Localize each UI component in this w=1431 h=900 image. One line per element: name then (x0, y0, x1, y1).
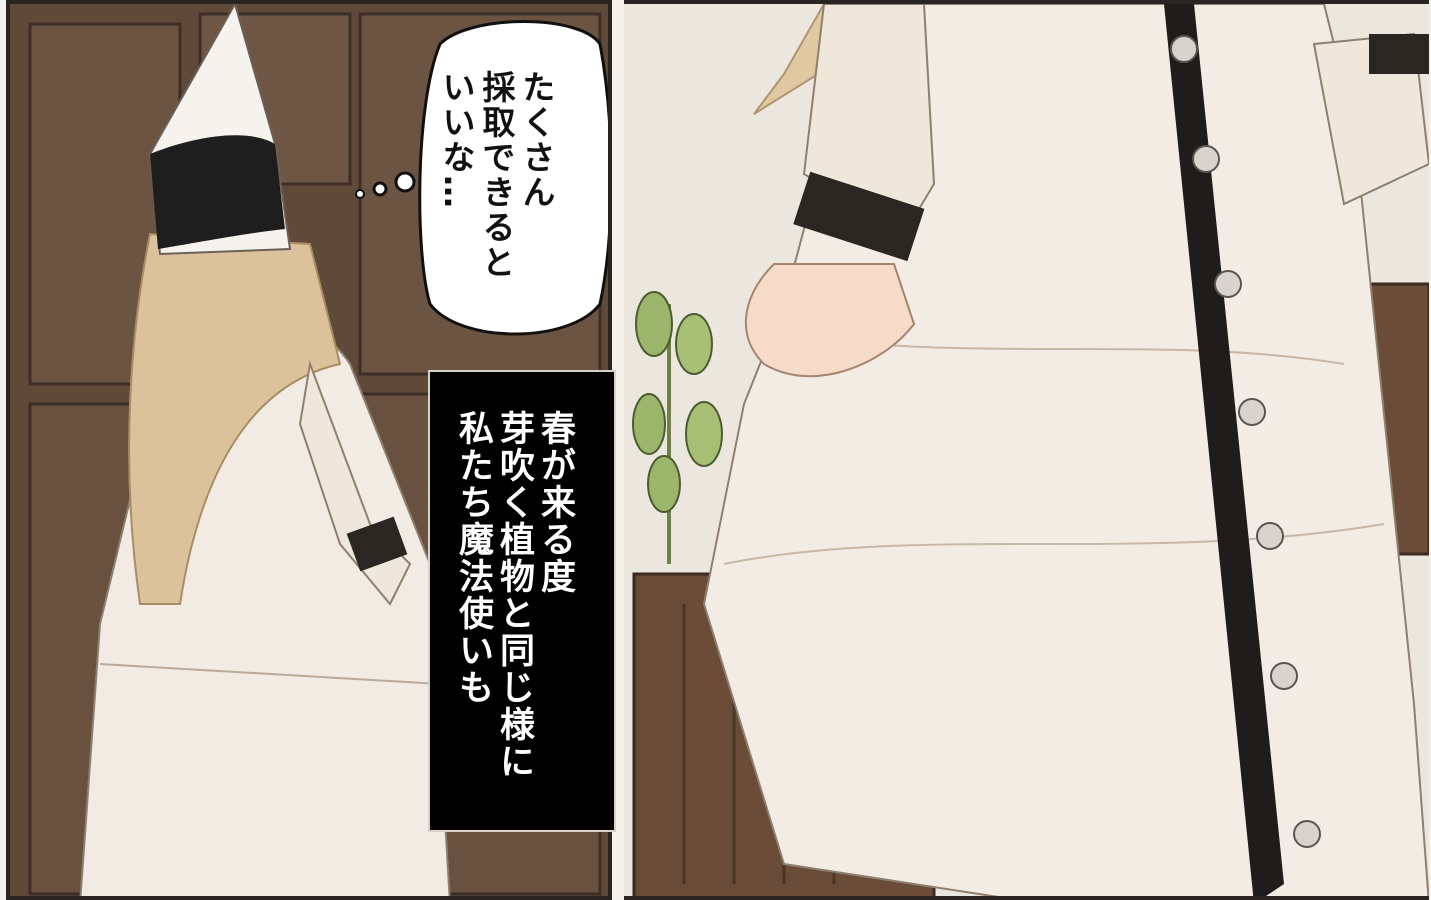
speech-bubble (418, 20, 608, 336)
caption-line: 芽吹く植物と同じ様に (494, 410, 534, 780)
narration-caption-box: 春が来る度 芽吹く植物と同じ様に 私たち魔法使いも (428, 370, 616, 832)
speech-line: 採取できると (477, 70, 516, 280)
speech-line: いいな… (437, 70, 476, 210)
girl-hand (744, 263, 916, 378)
button-placket (1164, 4, 1284, 896)
right-panel-illustration (624, 4, 1429, 896)
thought-dot-medium (372, 181, 388, 197)
narration-caption-text: 春が来る度 芽吹く植物と同じ様に 私たち魔法使いも (452, 410, 575, 820)
dress-seam (99, 663, 441, 685)
sleeve-cuff (1369, 34, 1429, 74)
girl-hair (128, 232, 342, 605)
speech-line: たくさん (517, 70, 556, 210)
thought-dot-large (394, 171, 416, 193)
dress-buttons (1170, 35, 1321, 848)
left-panel (6, 0, 612, 900)
potted-plant (632, 291, 723, 564)
right-panel (624, 0, 1429, 900)
sleeve-cuff (346, 516, 408, 572)
sleeve-cuff (793, 171, 925, 262)
thought-dot-small (355, 189, 365, 199)
caption-line: 春が来る度 (535, 410, 575, 595)
speech-bubble-text: たくさん 採取できると いいな… (436, 70, 556, 360)
left-panel-illustration (10, 4, 608, 896)
hat-band (150, 135, 285, 249)
caption-line: 私たち魔法使いも (453, 410, 493, 706)
